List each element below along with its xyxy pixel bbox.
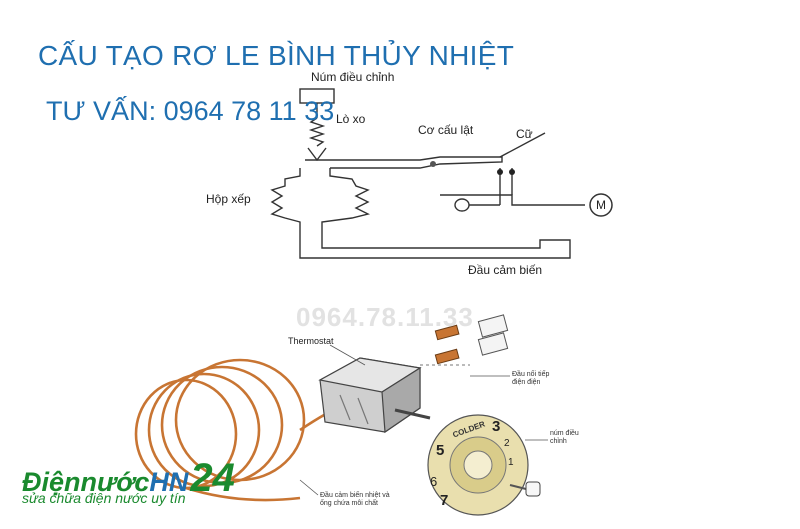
brand-logo: ĐiệnnướcHN24 [22,456,235,501]
dial-number-5: 5 [436,442,445,459]
page-title: CẤU TẠO RƠ LE BÌNH THỦY NHIỆT [38,40,515,71]
plug-shape [454,198,470,212]
label-stop: Cữ [516,127,533,141]
label-spring: Lò xo [336,112,366,126]
label-thermostat: Thermostat [288,336,334,346]
schematic-lines [270,88,585,259]
label-sensor-bulb: Đầu cảm biến nhiệt và ống chứa môi chất [320,492,390,507]
dial-knob [427,414,529,516]
dial-number-1: 1 [508,457,514,468]
spring-shape [308,117,326,147]
label-knob: Núm điều chỉnh [311,70,395,84]
brand-tagline: sửa chữa điện nước uy tín [22,490,186,506]
label-knob-part: núm điều chỉnh [550,430,579,445]
dial-number-3: 3 [492,418,501,435]
hotline-text: TƯ VẤN: 0964 78 11 33 [46,96,335,126]
terminals [420,314,509,366]
dial-number-6: 6 [430,474,438,489]
thermostat-body [318,357,431,434]
bellows-shape [270,168,571,259]
label-bellows: Hộp xếp [206,192,251,206]
label-terminal: Đầu nối tiếp điện điện [512,371,550,386]
brand-name-main: Điệnnước [22,467,150,497]
brand-name-number: 24 [190,456,235,500]
dial-number-2: 2 [504,438,510,449]
label-sensor-tip: Đầu cảm biến [468,263,543,277]
shaft-screw [509,481,541,497]
label-motor: M [596,198,606,212]
brand-name-accent: HN [149,467,189,497]
phone-watermark: 0964.78.11.33 [296,302,474,332]
dial-number-7: 7 [440,492,449,509]
motor-symbol [589,193,613,217]
label-flip-mechanism: Cơ cấu lật [418,123,474,137]
